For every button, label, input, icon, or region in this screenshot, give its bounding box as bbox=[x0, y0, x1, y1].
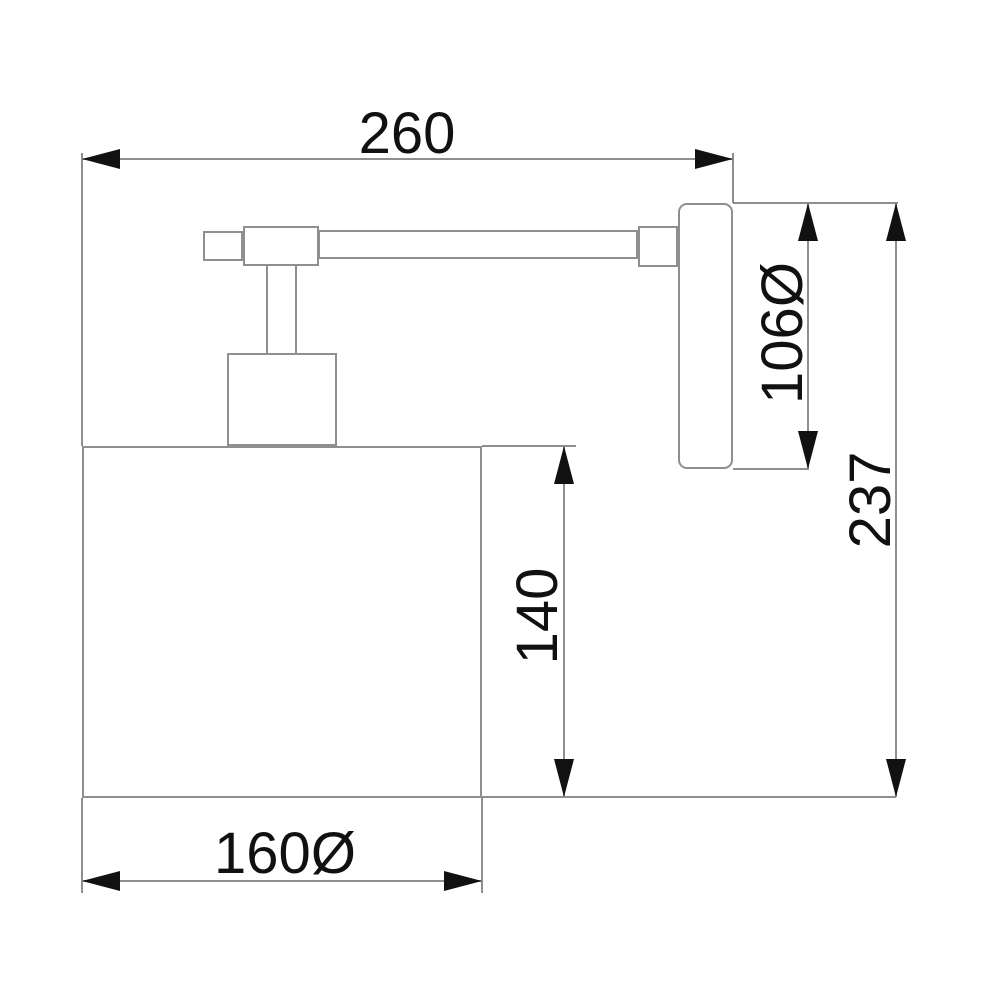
wall-backplate-outline bbox=[678, 203, 733, 469]
arrowhead-left-icon bbox=[82, 871, 120, 891]
dim-line-backplate-height bbox=[807, 203, 809, 469]
dim-line-shade-height bbox=[563, 446, 565, 797]
dim-line-shade-diameter bbox=[82, 880, 482, 882]
ext-line-overall-width-left bbox=[81, 153, 83, 446]
ext-line-overall-width-right bbox=[732, 153, 734, 203]
arrowhead-down-icon bbox=[554, 759, 574, 797]
ext-line-overall-height-bottom bbox=[482, 796, 896, 798]
arrowhead-right-icon bbox=[444, 871, 482, 891]
arm-end-cap-outline bbox=[203, 231, 243, 261]
arrowhead-right-icon bbox=[695, 149, 733, 169]
lamp-stem-outline bbox=[266, 264, 297, 355]
dim-label-overall-height: 237 bbox=[838, 451, 903, 549]
dim-line-overall-height bbox=[895, 203, 897, 797]
arrowhead-up-icon bbox=[886, 203, 906, 241]
ext-line-shade-diameter-right bbox=[481, 798, 483, 893]
lamp-holder-outline bbox=[227, 353, 337, 446]
ext-line-backplate-bottom bbox=[733, 468, 809, 470]
arm-pivot-block-outline bbox=[243, 226, 319, 266]
arrowhead-up-icon bbox=[554, 446, 574, 484]
arrowhead-down-icon bbox=[886, 759, 906, 797]
arrowhead-up-icon bbox=[798, 203, 818, 241]
ext-line-shade-top bbox=[482, 445, 576, 447]
lamp-shade-outline bbox=[82, 446, 482, 798]
dim-label-shade-height: 140 bbox=[505, 567, 570, 665]
arm-bar-outline bbox=[318, 230, 638, 259]
arrowhead-down-icon bbox=[798, 431, 818, 469]
dim-label-shade-diameter: 160Ø bbox=[214, 821, 356, 886]
arrowhead-left-icon bbox=[82, 149, 120, 169]
arm-wall-joint-outline bbox=[638, 226, 678, 267]
dim-label-overall-width: 260 bbox=[358, 101, 456, 166]
ext-line-shade-diameter-left bbox=[81, 798, 83, 893]
dim-label-backplate-height: 106Ø bbox=[750, 262, 815, 404]
dim-line-overall-width bbox=[82, 158, 733, 160]
